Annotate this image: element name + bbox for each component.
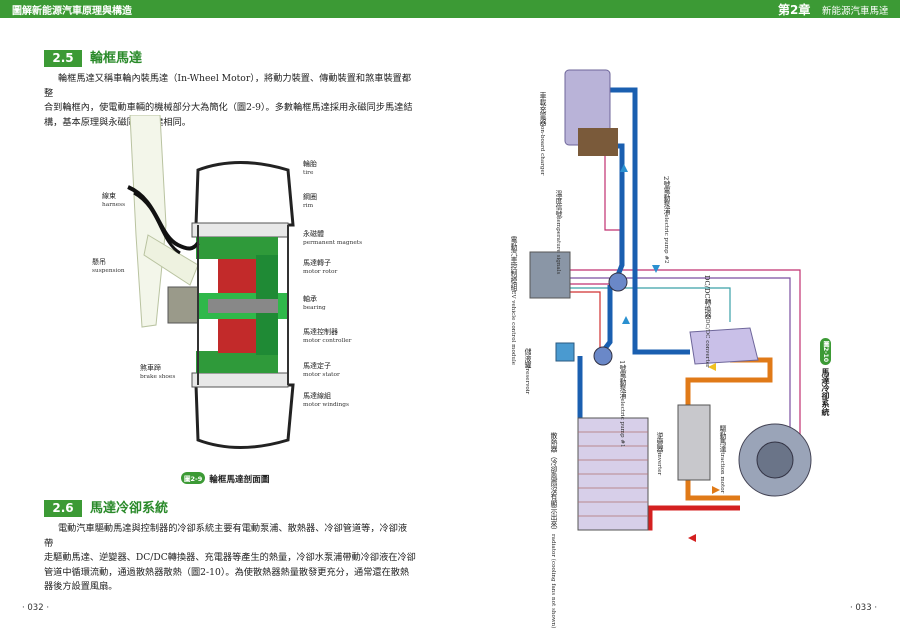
book-title: 圖解新能源汽車原理與構造 <box>12 6 132 17</box>
chapter-number: 第2章 <box>778 3 811 17</box>
section-number: 2.6 <box>44 500 82 517</box>
label-electric-pump-2: 2號電動泵浦electric pump #2 <box>662 176 670 264</box>
paragraph-line: 走驅動馬達、逆變器、DC/DC轉換器、充電器等產生的熱量，冷卻水泵浦帶動冷卻液在… <box>44 552 416 564</box>
paragraph-line: 器後方設置風扇。 <box>44 581 118 593</box>
label-reservoir: 儲液罐reservoir <box>523 348 531 395</box>
section-number: 2.5 <box>44 50 82 67</box>
paragraph-line: 構，基本原理與永磁同步馬達相同。 <box>44 116 191 128</box>
label-inverter: 逆變器inverter <box>655 432 663 476</box>
paragraph-line: 輪框馬達又稱車輪內裝馬達（In-Wheel Motor），將動力裝置、傳動裝置和… <box>44 73 412 99</box>
label-dcdc-converter: DC/DC轉換器DC/DC converter <box>703 275 711 368</box>
section-title: 輪框馬達 <box>90 51 143 66</box>
label-electric-pump-1: 1號電動泵浦electric pump #1 <box>618 360 626 448</box>
page-number-right: · 033 · <box>850 603 878 613</box>
label-radiator: 散熱器（冷卻風扇沒有顯示出來）radiator (cooling fans no… <box>549 432 557 629</box>
page-number-left: · 032 · <box>22 603 50 613</box>
label-temperature-signals: 溫度信號temperature signals <box>554 190 562 275</box>
cooling-system-diagram <box>529 69 812 542</box>
label-onboard-charger: 車載充電器on-board charger <box>538 92 546 176</box>
figure-caption-2-10: 圖2-10馬達冷卻系統 <box>820 338 831 416</box>
in-wheel-motor-illustration <box>127 115 295 449</box>
chapter-title: 新能源汽車馬達 <box>822 6 889 17</box>
paragraph-line: 管道中循環流動，通過散熱器散熱（圖2-10）。為使散熱器熱量散發更充分，通常還在… <box>44 566 410 578</box>
section-paragraph-2-6: 電動汽車驅動馬達與控制器的冷卻系統主要有電動泵浦、散熱器、冷卻管道等，冷卻液帶 … <box>44 522 416 595</box>
section-title: 馬達冷卻系統 <box>90 501 169 516</box>
section-paragraph-2-5: 輪框馬達又稱車輪內裝馬達（In-Wheel Motor），將動力裝置、傳動裝置和… <box>44 72 416 130</box>
header-bar: 圖解新能源汽車原理與構造 第2章 新能源汽車馬達 <box>0 0 900 18</box>
paragraph-line: 電動汽車驅動馬達與控制器的冷卻系統主要有電動泵浦、散熱器、冷卻管道等，冷卻液帶 <box>44 523 408 549</box>
paragraph-line: 合到輪框內，使電動車輛的機械部分大為簡化（圖2-9）。多數輪框馬達採用永磁同步馬… <box>44 102 413 114</box>
label-ev-control-module: 電動汽車控制模組EV vehicle control module <box>509 236 517 366</box>
label-traction-motor: 驅動馬達traction motor <box>718 425 726 494</box>
